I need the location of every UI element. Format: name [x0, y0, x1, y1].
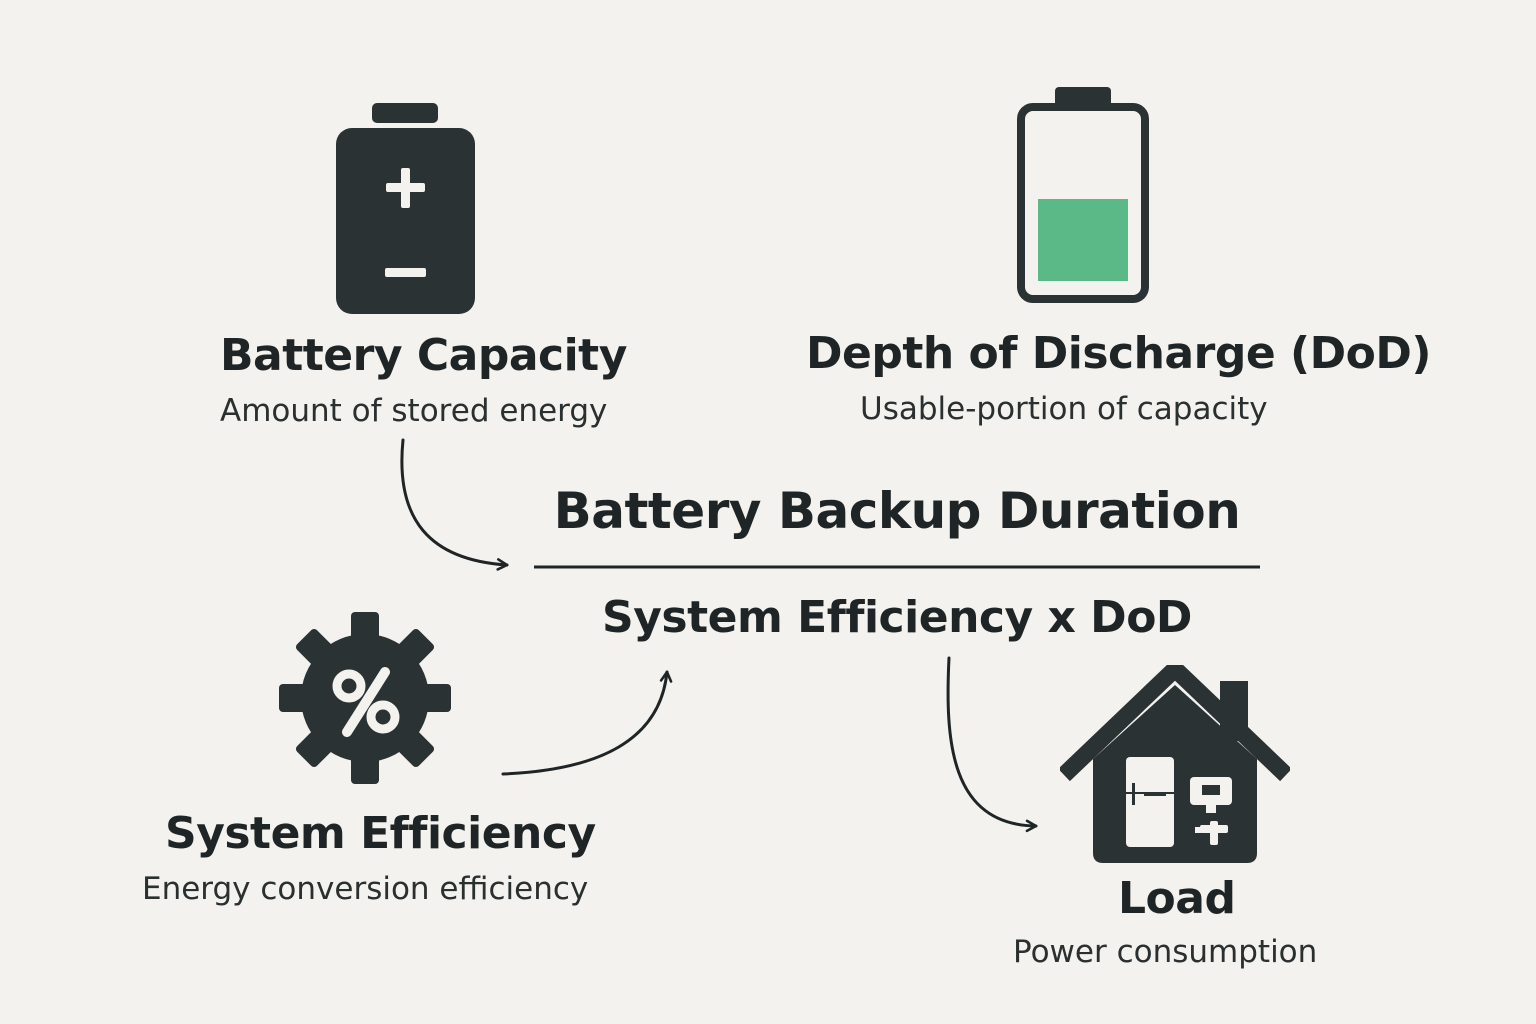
formula-denominator: System Efficiency x DoD — [602, 592, 1192, 643]
arrow-formula-to-load — [946, 656, 1038, 833]
battery-capacity-subtitle: Amount of stored energy — [220, 393, 608, 429]
battery-level-icon — [1017, 87, 1149, 303]
depth-of-discharge-subtitle: Usable-portion of capacity — [860, 391, 1268, 427]
formula-numerator: Battery Backup Duration — [553, 482, 1241, 540]
house-appliances-icon — [1060, 665, 1290, 863]
load-subtitle: Power consumption — [1013, 934, 1318, 970]
depth-of-discharge-title: Depth of Discharge (DoD) — [806, 328, 1431, 379]
system-efficiency-subtitle: Energy conversion efficiency — [142, 871, 589, 907]
battery-level-fill — [1038, 199, 1128, 281]
gear-percent-icon — [279, 612, 451, 784]
arrow-capacity-to-formula — [400, 438, 509, 571]
system-efficiency-title: System Efficiency — [165, 808, 596, 859]
battery-plus-minus-icon — [336, 103, 475, 314]
load-title: Load — [1118, 873, 1236, 924]
arrow-efficiency-to-formula — [501, 670, 673, 776]
battery-capacity-title: Battery Capacity — [220, 330, 627, 381]
